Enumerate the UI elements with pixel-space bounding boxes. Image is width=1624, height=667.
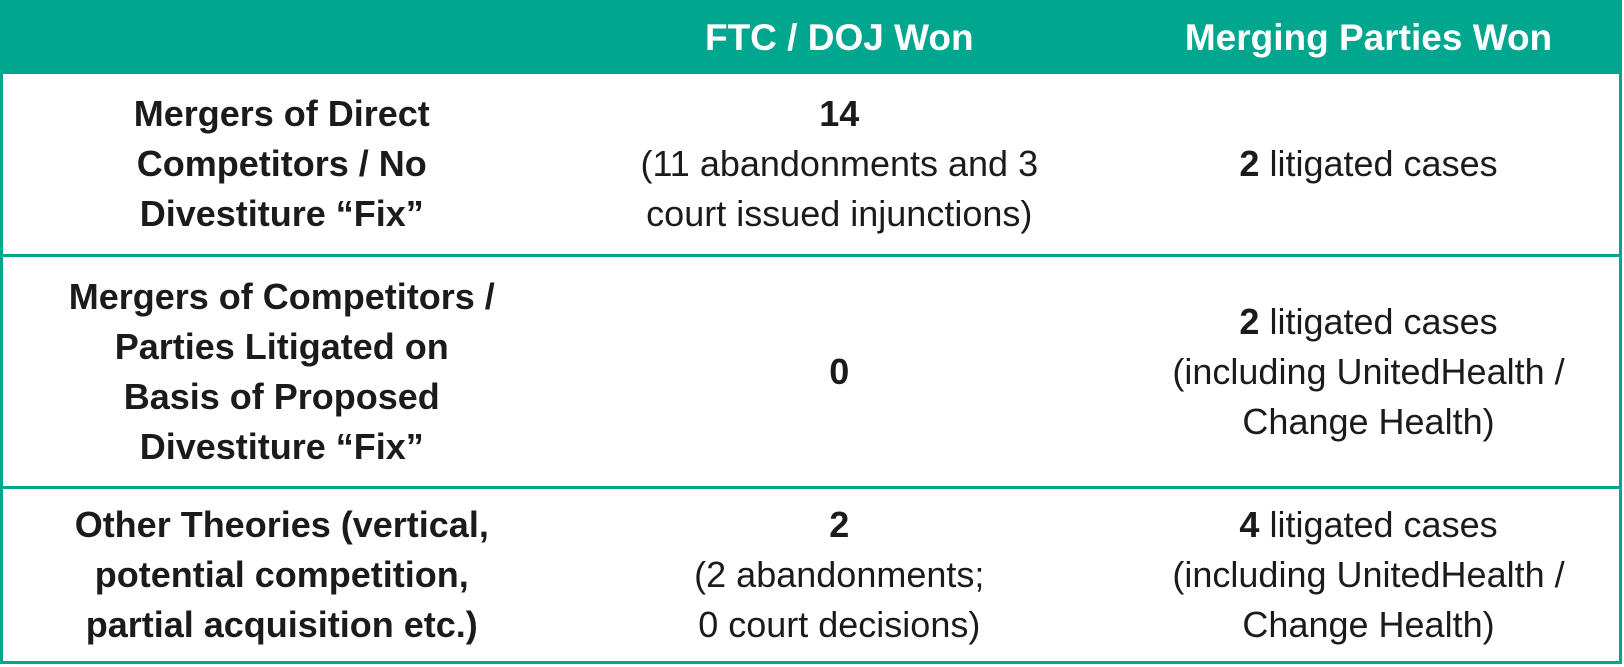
header-cell-merging-parties-won: Merging Parties Won <box>1184 17 1553 59</box>
merging-parties-won-count: 4 <box>1239 504 1260 545</box>
table-row-other-theories: Other Theories (vertical, potential comp… <box>3 486 1619 661</box>
row-label-cell: Mergers of Competitors / Parties Litigat… <box>3 257 561 486</box>
merging-parties-won-detail: litigated cases (including UnitedHealth … <box>1172 300 1565 442</box>
row-label: Mergers of Direct Competitors / No Dives… <box>133 93 430 234</box>
merging-parties-won-count: 2 <box>1239 300 1260 342</box>
ftc-doj-won-cell: 14 (11 abandonments and 3 court issued i… <box>561 74 1119 254</box>
ftc-doj-won-count: 2 <box>829 504 850 545</box>
merging-parties-won-cell: 4 litigated cases (including UnitedHealt… <box>1118 489 1619 661</box>
row-label-cell: Mergers of Direct Competitors / No Dives… <box>3 74 561 254</box>
merging-parties-won-cell: 2 litigated cases <box>1118 74 1619 254</box>
merging-parties-won-text: 2 litigated cases (including UnitedHealt… <box>1172 297 1564 447</box>
ftc-doj-won-cell: 0 <box>561 257 1119 486</box>
table-row-no-divestiture-fix: Mergers of Direct Competitors / No Dives… <box>3 74 1619 254</box>
merging-parties-won-cell: 2 litigated cases (including UnitedHealt… <box>1118 257 1619 486</box>
merging-parties-won-text: 2 litigated cases <box>1239 139 1497 189</box>
row-label: Other Theories (vertical, potential comp… <box>74 504 489 645</box>
ftc-doj-won-count: 0 <box>829 350 850 392</box>
header-cell-ftc-doj-won: FTC / DOJ Won <box>704 17 974 59</box>
table-row-proposed-divestiture-fix: Mergers of Competitors / Parties Litigat… <box>3 254 1619 486</box>
row-label-cell: Other Theories (vertical, potential comp… <box>3 489 561 661</box>
ftc-doj-won-cell: 2 (2 abandonments; 0 court decisions) <box>561 489 1119 661</box>
ftc-doj-won-detail: (11 abandonments and 3 court issued inju… <box>640 143 1039 234</box>
merging-parties-won-text: 4 litigated cases (including UnitedHealt… <box>1172 500 1564 650</box>
table-header-row: FTC / DOJ Won Merging Parties Won <box>3 3 1619 74</box>
ftc-doj-won-detail: (2 abandonments; 0 court decisions) <box>694 554 985 645</box>
row-label: Mergers of Competitors / Parties Litigat… <box>68 275 495 467</box>
merging-parties-won-detail: litigated cases <box>1259 143 1498 184</box>
ftc-doj-won-count: 14 <box>819 93 860 134</box>
merging-parties-won-count: 2 <box>1239 143 1260 184</box>
merging-parties-won-detail: litigated cases (including UnitedHealth … <box>1172 504 1565 645</box>
